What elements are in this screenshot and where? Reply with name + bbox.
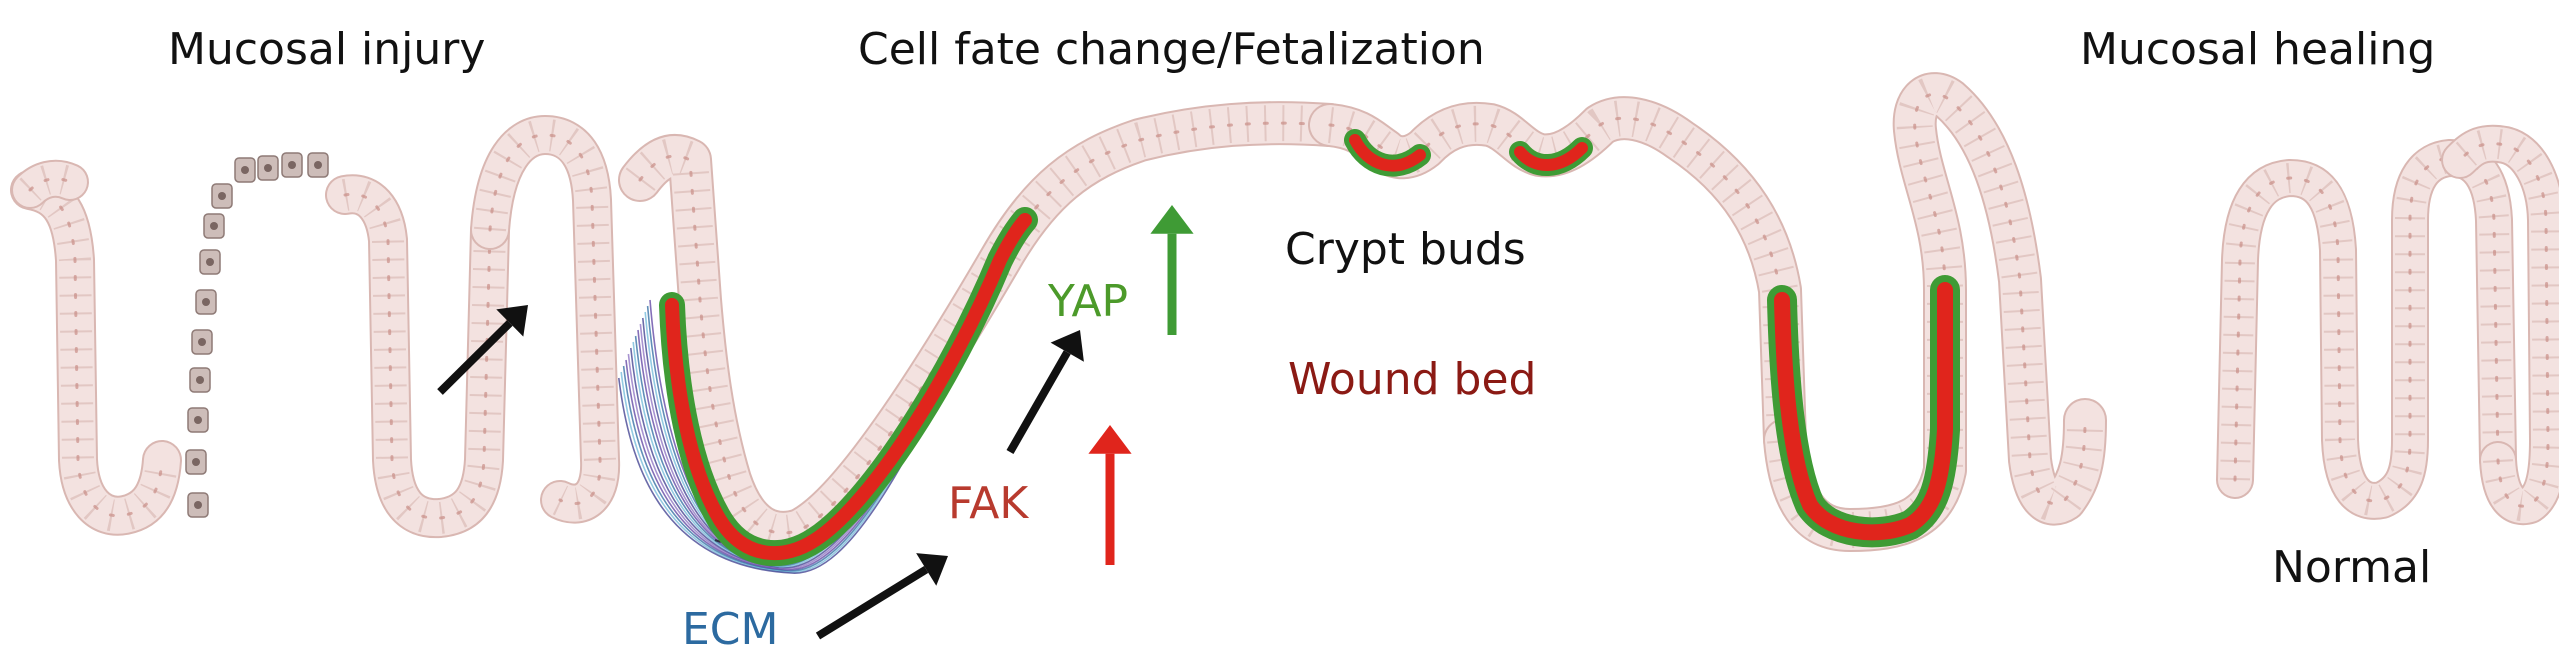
label-normal: Normal xyxy=(2272,542,2432,593)
shedding-cells xyxy=(185,152,329,518)
normal-villus-1-cell-borders xyxy=(2220,142,2513,516)
shed-cell-nucleus xyxy=(202,298,210,306)
wound-bed-band-red xyxy=(665,213,1032,561)
arrow-injury-to-fate-shaft xyxy=(437,320,513,395)
arrow-yap-up-head xyxy=(1150,205,1194,234)
label-wound-bed: Wound bed xyxy=(1288,354,1537,405)
arrow-fak-to-yap xyxy=(1006,330,1084,454)
shed-cell-nucleus xyxy=(218,192,226,200)
label-ecm: ECM xyxy=(682,604,779,655)
heading-cell-fate-change: Cell fate change/Fetalization xyxy=(858,24,1485,75)
arrow-ecm-to-fak xyxy=(815,553,948,640)
arrow-ecm-to-fak-head xyxy=(916,553,948,586)
injured-left-top-nuclei xyxy=(28,177,72,192)
shed-cell-nucleus xyxy=(210,222,218,230)
arrow-fak-up-head xyxy=(1088,425,1132,454)
arrow-yap-up xyxy=(1150,205,1194,335)
arrow-fak-up xyxy=(1088,425,1132,565)
healing-crypt-band-red xyxy=(1774,282,1953,541)
injured-villus-mid-nuclei xyxy=(343,192,492,520)
normal-villus-1-nuclei xyxy=(2233,156,2500,503)
normal-villus-1 xyxy=(2218,141,2515,518)
shed-cell-nucleus xyxy=(206,258,214,266)
arrow-fak-to-yap-shaft xyxy=(1006,350,1071,454)
normal-villus-1-edge xyxy=(2216,139,2517,520)
normal-villus-2 xyxy=(2443,126,2559,524)
shed-cell-nucleus xyxy=(194,501,202,509)
shed-cell-nucleus xyxy=(192,458,200,466)
shed-cell-nucleus xyxy=(264,164,272,172)
shed-cell-nucleus xyxy=(314,161,322,169)
shed-cell-nucleus xyxy=(288,161,296,169)
heading-mucosal-healing: Mucosal healing xyxy=(2080,24,2436,75)
shed-cell-nucleus xyxy=(194,416,202,424)
label-crypt-buds: Crypt buds xyxy=(1285,224,1526,275)
arrow-ecm-to-fak-shaft xyxy=(815,566,929,640)
label-fak: FAK xyxy=(948,478,1029,529)
arrow-injury-to-fate-head xyxy=(496,305,528,337)
arrow-fak-to-yap-head xyxy=(1050,330,1084,362)
epithelium-tissue xyxy=(10,72,2559,555)
crypt-bud-band-2-red xyxy=(1514,142,1588,171)
healing-crypt-strip-nuclei xyxy=(1783,92,2087,532)
wound-crypt-strip-nuclei xyxy=(638,121,1332,535)
arrow-injury-to-fate xyxy=(437,305,528,395)
shed-cell-nucleus xyxy=(198,338,206,346)
label-yap: YAP xyxy=(1048,276,1129,327)
arrows xyxy=(437,205,1194,640)
fetalization-bands xyxy=(659,129,1960,567)
shed-cell-nucleus xyxy=(196,376,204,384)
heading-mucosal-injury: Mucosal injury xyxy=(168,24,486,75)
injured-villus-right-nuclei xyxy=(488,133,602,506)
injured-strip-left-nuclei xyxy=(28,188,164,518)
crypt-bud-band-1-red xyxy=(1349,134,1426,172)
shed-cell-nucleus xyxy=(241,166,249,174)
